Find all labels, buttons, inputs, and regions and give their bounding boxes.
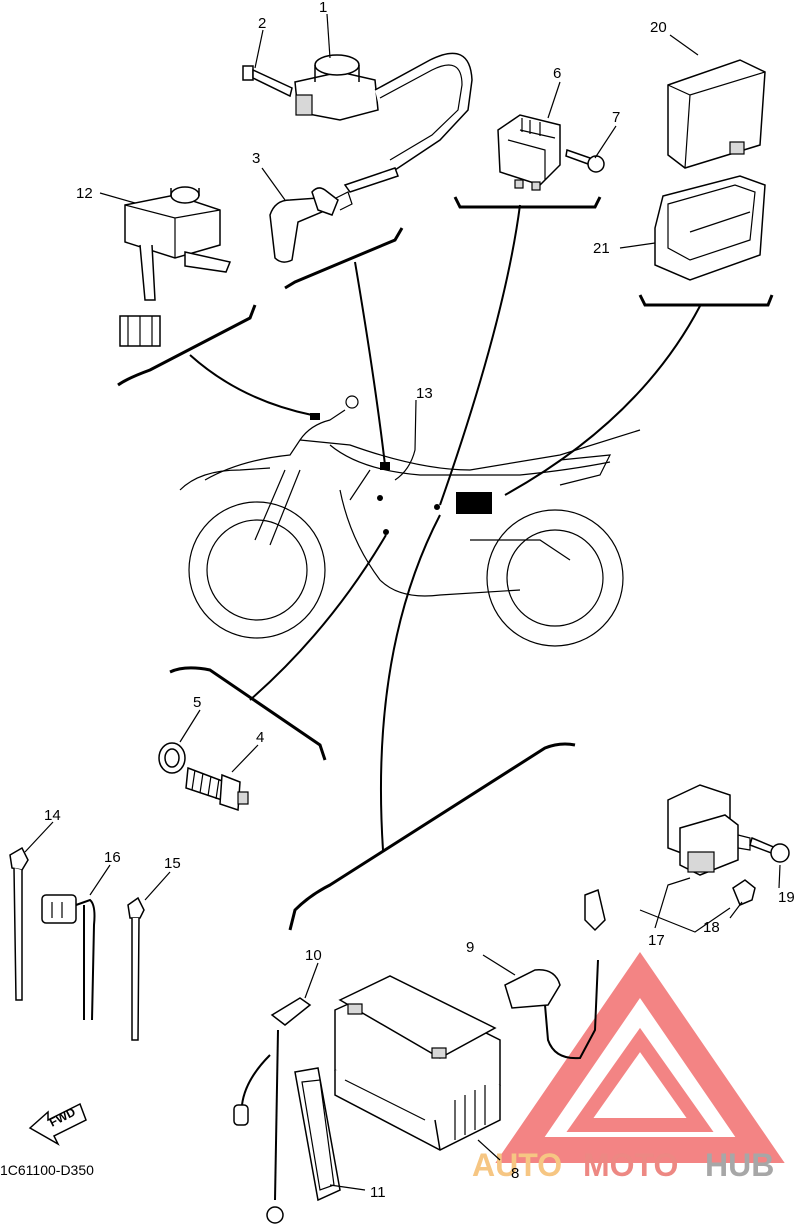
callout-9: 9: [466, 939, 474, 956]
bolt-19: [749, 836, 790, 863]
callout-6: 6: [553, 65, 561, 82]
battery-cable-9: [504, 888, 606, 1060]
cable-tie-15: [127, 896, 145, 1041]
spark-plug-cap: [269, 187, 353, 263]
callout-10: 10: [305, 947, 322, 964]
rectifier-regulator: [497, 114, 561, 191]
group-brackets: [117, 196, 774, 931]
control-box-12: [119, 186, 232, 347]
callout-11: 11: [370, 1184, 386, 1201]
battery-band-11: [294, 1067, 341, 1202]
callout-20: 20: [650, 19, 667, 36]
callout-1: 1: [319, 0, 327, 16]
diagram-code: 1C61100-D350: [0, 1162, 94, 1178]
callout-leaders: [24, 13, 781, 1191]
battery-8: [334, 975, 501, 1151]
bolt-2: [242, 65, 293, 98]
watermark-logo: AUTO MOTO HUB: [472, 952, 785, 1183]
watermark-auto: AUTO: [472, 1147, 562, 1183]
callout-18: 18: [703, 919, 720, 936]
callout-labels: 1 2 3 4 5 6 7 8 9 10 11 12 13 14 15 16 1…: [44, 0, 795, 1201]
callout-8: 8: [511, 1165, 519, 1182]
bolt-7: [565, 148, 605, 173]
forward-direction-arrow: FWD: [28, 1102, 87, 1146]
motorcycle-outline: [179, 409, 641, 647]
callout-12: 12: [76, 185, 93, 202]
callout-21: 21: [593, 240, 610, 257]
callout-15: 15: [164, 855, 181, 872]
callout-13: 13: [416, 385, 433, 402]
callout-2: 2: [258, 15, 266, 32]
washer-5: [158, 742, 186, 774]
cable-tie-14: [9, 846, 29, 1001]
callout-3: 3: [252, 150, 260, 167]
callout-7: 7: [612, 109, 620, 126]
callout-17: 17: [648, 932, 665, 949]
callout-19: 19: [778, 889, 795, 906]
callout-16: 16: [104, 849, 121, 866]
ignition-coil: [294, 52, 473, 193]
fuse-18: [732, 879, 756, 906]
negative-lead-10: [233, 997, 312, 1224]
battery-location-marker: [456, 492, 492, 514]
callout-4: 4: [256, 729, 264, 746]
control-unit-20: [667, 59, 766, 169]
watermark-hub: HUB: [705, 1147, 774, 1183]
neutral-switch-4: [185, 766, 249, 812]
leader-lines: [189, 204, 701, 851]
callout-5: 5: [193, 694, 201, 711]
watermark-moto: MOTO: [583, 1147, 678, 1183]
callout-14: 14: [44, 807, 61, 824]
lead-wire-16: [41, 894, 96, 1021]
case-21: [654, 175, 766, 281]
starter-relay-17: [667, 784, 751, 876]
